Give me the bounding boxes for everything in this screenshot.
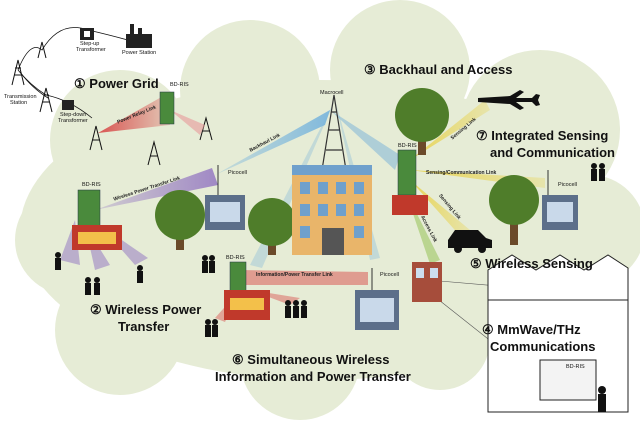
sensing-comm-link-label: Sensing/Communication Link (426, 170, 497, 176)
shop-building-icon (72, 195, 428, 320)
isac-label-line2: and Communication (490, 145, 615, 160)
step-down-transformer-icon (62, 100, 74, 110)
swipt-label-line1: ⑥ Simultaneous Wireless (232, 352, 390, 368)
person-icon (55, 163, 606, 412)
transformer-icon (80, 28, 94, 40)
info-power-link-label: Information/Power Transfer Link (256, 272, 333, 278)
mmwave-house (487, 254, 629, 413)
region-title: Backhaul and Access (379, 62, 513, 77)
central-building-icon (292, 165, 372, 255)
region-title: Wireless Power (105, 302, 202, 317)
backhaul-label: ③ Backhaul and Access (364, 62, 512, 78)
tree-icon (155, 88, 539, 255)
power-station-icon (126, 24, 152, 48)
bdris-label-5: BD-RIS (566, 364, 585, 370)
region-number: ⑥ (232, 352, 244, 367)
transmission-tower-icon (11, 41, 213, 166)
region-title: Wireless Sensing (485, 256, 593, 271)
townhouse-icon (412, 262, 442, 302)
step-down-label-2: Transformer (58, 118, 88, 124)
bdris-label-4: BD-RIS (226, 255, 245, 261)
power-relay-beam (98, 95, 205, 135)
region-title: Power Grid (89, 76, 159, 91)
mmwave-label-line2: Communications (490, 339, 596, 354)
step-up-label: Step-up (80, 41, 100, 47)
backhaul-beams (215, 110, 400, 175)
step-down-label: Step-down (60, 112, 87, 118)
wpt-label-line2: Transfer (118, 319, 170, 334)
picocell-label-2: Picocell (380, 272, 399, 278)
transmission-label: Transmission (4, 94, 37, 100)
power-station-label: Power Station (122, 50, 157, 56)
region-number: ⑤ (470, 256, 482, 271)
region-number: ⑦ (476, 128, 488, 143)
picocell-antenna-icon (217, 165, 549, 290)
airplane-icon (478, 90, 540, 110)
power-grid-label: ① Power Grid (74, 76, 159, 92)
swipt-label-line2: Information and Power Transfer (215, 369, 411, 384)
step-up-label-2: Transformer (76, 47, 106, 53)
isac-label-line1: ⑦ Integrated Sensing (476, 128, 608, 144)
region-title: MmWave/THz (497, 322, 581, 337)
macrocell-tower-icon (321, 94, 347, 171)
bdris-label-1: BD-RIS (170, 82, 189, 88)
region-number: ② (90, 302, 102, 317)
picocell-label-1: Picocell (228, 170, 247, 176)
region-title: Simultaneous Wireless (247, 352, 390, 367)
transmission-label-2: Station (10, 100, 28, 106)
macrocell-label: Macrocell (320, 90, 344, 96)
wpt-label-line1: ② Wireless Power (90, 302, 201, 318)
mmwave-label-line1: ④ MmWave/THz (482, 322, 581, 338)
bdris-label-3: BD-RIS (398, 143, 417, 149)
bdris-label-2: BD-RIS (82, 182, 101, 188)
picocell-house-icon (205, 195, 578, 330)
sensing-label: ⑤ Wireless Sensing (470, 256, 593, 272)
region-number: ① (74, 76, 86, 91)
region-number: ③ (364, 62, 376, 77)
car-icon (448, 230, 492, 253)
region-title: Integrated Sensing (491, 128, 609, 143)
picocell-label-3: Picocell (558, 182, 577, 188)
region-number: ④ (482, 322, 494, 337)
